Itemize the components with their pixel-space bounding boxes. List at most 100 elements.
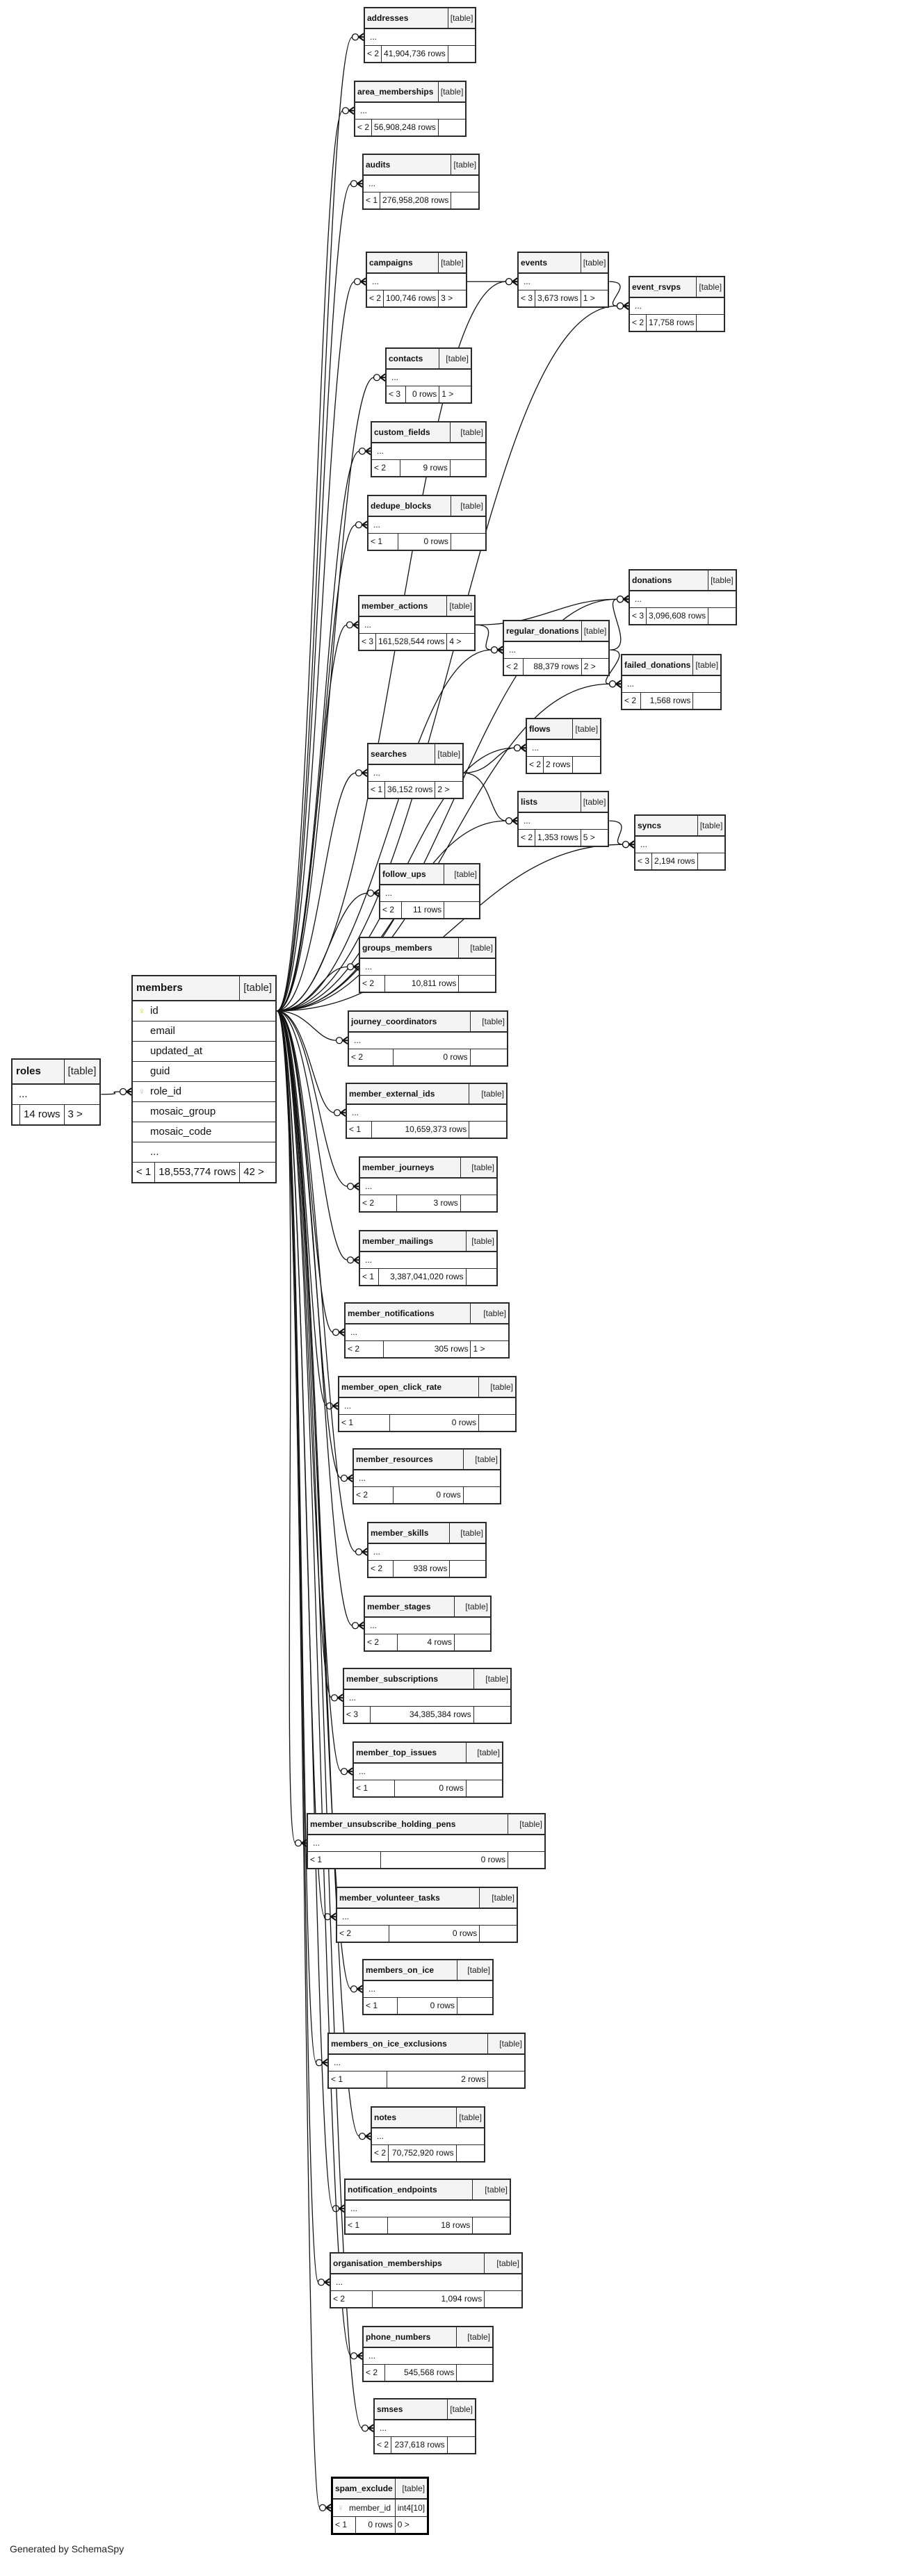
- children-link[interactable]: [469, 1049, 508, 1067]
- children-link[interactable]: [449, 1560, 487, 1578]
- table-name[interactable]: members_on_ice: [362, 1959, 457, 1981]
- column-row[interactable]: ...: [358, 616, 476, 634]
- children-link[interactable]: [465, 1268, 498, 1286]
- parents-link[interactable]: < 2: [371, 459, 401, 477]
- column-row[interactable]: ...: [362, 174, 480, 192]
- children-link[interactable]: 4 >: [446, 633, 476, 651]
- children-link[interactable]: [692, 692, 722, 710]
- column-row[interactable]: ...: [362, 2347, 494, 2365]
- children-link[interactable]: 3 >: [63, 1104, 101, 1126]
- table-name[interactable]: member_subscriptions: [343, 1668, 474, 1690]
- children-link[interactable]: 5 >: [580, 829, 609, 847]
- table-name[interactable]: member_journeys: [359, 1156, 461, 1179]
- children-link[interactable]: [451, 192, 480, 210]
- column-row[interactable]: ...: [517, 812, 609, 830]
- table-name[interactable]: member_volunteer_tasks: [336, 1887, 480, 1909]
- children-link[interactable]: 1 >: [439, 386, 472, 404]
- table-name[interactable]: spam_exclude: [332, 2477, 396, 2500]
- children-link[interactable]: [478, 1414, 517, 1432]
- column-row[interactable]: ...: [352, 1762, 503, 1780]
- table-name[interactable]: journey_coordinators: [348, 1010, 471, 1033]
- table-name[interactable]: notes: [371, 2106, 457, 2128]
- children-link[interactable]: 1 >: [580, 290, 609, 308]
- column-row[interactable]: ...: [330, 2273, 523, 2291]
- parents-link[interactable]: < 2: [354, 119, 373, 137]
- children-link[interactable]: [479, 1925, 518, 1943]
- children-link[interactable]: 2 >: [581, 658, 610, 676]
- children-link[interactable]: [460, 1195, 498, 1213]
- table-name[interactable]: member_notifications: [344, 1302, 471, 1324]
- parents-link[interactable]: < 1: [352, 1780, 395, 1798]
- column-row[interactable]: ...: [327, 2053, 526, 2072]
- children-link[interactable]: [708, 607, 737, 625]
- children-link[interactable]: [458, 975, 496, 993]
- children-link[interactable]: [697, 853, 726, 871]
- table-name[interactable]: addresses: [364, 7, 448, 29]
- column-row[interactable]: ...: [373, 2419, 476, 2437]
- column-row[interactable]: ...: [629, 297, 725, 315]
- table-name[interactable]: event_rsvps: [629, 276, 697, 298]
- parents-link[interactable]: < 3: [385, 386, 406, 404]
- table-name[interactable]: member_top_issues: [352, 1741, 467, 1764]
- column-row[interactable]: ...: [344, 1323, 510, 1341]
- children-link[interactable]: 2 >: [435, 781, 464, 799]
- column-row[interactable]: ...: [517, 272, 609, 290]
- table-name[interactable]: regular_donations: [503, 620, 582, 642]
- column-row[interactable]: ...: [11, 1083, 101, 1105]
- table-member-unsubscribe-holding-pens[interactable]: member_unsubscribe_holding_pens[table]..…: [307, 1813, 546, 1869]
- column-row[interactable]: ...: [629, 590, 737, 608]
- children-link[interactable]: [437, 119, 467, 137]
- table-name[interactable]: member_external_ids: [346, 1083, 470, 1105]
- column-row[interactable]: ...: [367, 1543, 487, 1561]
- column-row[interactable]: ...: [348, 1031, 508, 1049]
- parents-link[interactable]: < 1: [359, 1268, 379, 1286]
- parents-link[interactable]: < 2: [517, 829, 536, 847]
- table-name[interactable]: phone_numbers: [362, 2326, 457, 2348]
- table-name[interactable]: donations: [629, 569, 709, 591]
- parents-link[interactable]: < 3: [343, 1706, 371, 1724]
- column-row[interactable]: ...: [364, 1616, 492, 1634]
- parents-link[interactable]: < 2: [352, 1486, 394, 1504]
- table-name[interactable]: lists: [517, 791, 581, 813]
- parents-link[interactable]: < 2: [362, 2364, 386, 2382]
- table-name[interactable]: member_actions: [358, 595, 448, 617]
- table-name[interactable]: member_resources: [352, 1448, 464, 1470]
- parents-link[interactable]: < 3: [517, 290, 536, 308]
- parents-link[interactable]: < 1: [327, 2071, 387, 2089]
- column-row[interactable]: ♀role_id: [131, 1081, 277, 1102]
- children-link[interactable]: [473, 1706, 512, 1724]
- parents-link[interactable]: < 1: [332, 2516, 356, 2534]
- parents-link[interactable]: < 2: [348, 1049, 394, 1067]
- table-name[interactable]: syncs: [634, 814, 698, 837]
- column-row[interactable]: ...: [364, 28, 476, 46]
- parents-link[interactable]: < 1: [362, 192, 381, 210]
- table-name[interactable]: events: [517, 252, 581, 274]
- column-row[interactable]: ♀id: [131, 1000, 277, 1022]
- table-name[interactable]: organisation_memberships: [330, 2252, 485, 2274]
- children-link[interactable]: 1 >: [470, 1340, 510, 1359]
- column-row[interactable]: ...: [362, 1980, 494, 1998]
- column-row[interactable]: ...: [359, 1251, 498, 1269]
- parents-link[interactable]: < 1: [362, 1997, 398, 2015]
- column-row[interactable]: ...: [503, 641, 610, 659]
- children-link[interactable]: [450, 533, 487, 551]
- parents-link[interactable]: < 2: [344, 1340, 384, 1359]
- column-row[interactable]: ...: [367, 764, 464, 782]
- parents-link[interactable]: < 3: [629, 607, 647, 625]
- children-link[interactable]: [456, 2364, 494, 2382]
- children-link[interactable]: [487, 2071, 526, 2089]
- parents-link[interactable]: < 1: [346, 1121, 372, 1139]
